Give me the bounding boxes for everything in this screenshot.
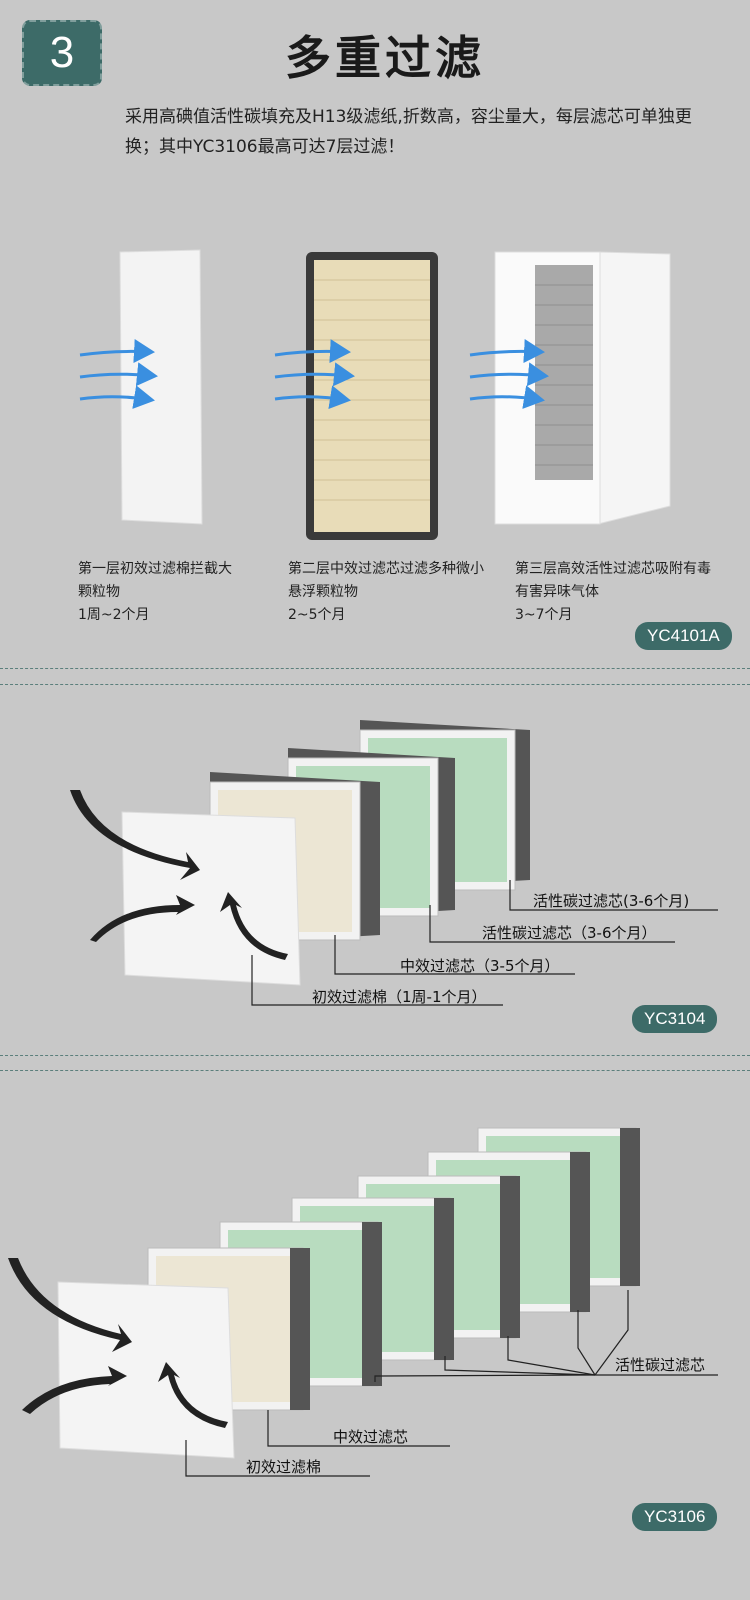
model-badge-yc3104: YC3104 [632,1005,718,1033]
yc3104-label-medium: 中效过滤芯（3-5个月） [400,957,560,975]
primary-cotton-pad-image [119,249,203,525]
stage3-caption: 第三层高效活性过滤芯吸附有毒有害异味气体 3~7个月 [515,558,715,627]
yc3104-label-cotton: 初效过滤棉（1周-1个月） [312,988,487,1006]
activated-filter-image [494,251,671,525]
label-leader-lines [185,1290,718,1477]
section-divider [0,1070,750,1071]
stage1-caption: 第一层初效过滤棉拦截大颗粒物 1周~2个月 [78,558,238,627]
yc3104-label-carbon-2: 活性碳过滤芯(3-6个月) [533,892,690,910]
step-number-badge: 3 [22,20,102,86]
section-divider [0,684,750,685]
yc3106-label-medium: 中效过滤芯 [333,1428,409,1446]
page-title: 多重过滤 [285,31,485,85]
stage1-desc: 第一层初效过滤棉拦截大颗粒物 [78,561,232,600]
label-leader-lines [251,880,718,1006]
model-badge-yc4101a: YC4101A [635,622,732,650]
yc3106-label-carbon: 活性碳过滤芯 [615,1356,706,1374]
stage2-desc: 第二层中效过滤芯过滤多种微小悬浮颗粒物 [288,561,484,600]
stage3-life: 3~7个月 [515,607,573,623]
model-badge-yc3106: YC3106 [632,1503,718,1531]
stage3-desc: 第三层高效活性过滤芯吸附有毒有害异味气体 [515,561,711,600]
intro-text: 采用高碘值活性碳填充及H13级滤纸,折数高，容尘量大，每层滤芯可单独更换；其中Y… [125,107,692,157]
section-divider [0,668,750,669]
stage1-life: 1周~2个月 [78,607,150,623]
stage2-caption: 第二层中效过滤芯过滤多种微小悬浮颗粒物 2~5个月 [288,558,484,627]
primary-cotton-pad-image [57,1281,235,1459]
section1-graphic [79,249,671,540]
medium-filter-image [306,252,438,540]
section-divider [0,1055,750,1056]
airflow-arrows [79,339,549,410]
yc3104-label-carbon-1: 活性碳过滤芯（3-6个月） [482,924,657,942]
airflow-arrows [70,790,288,960]
airflow-arrows [8,1258,228,1428]
stage2-life: 2~5个月 [288,607,346,623]
section2-graphic [70,720,718,1006]
yc3106-label-cotton: 初效过滤棉 [246,1458,322,1476]
